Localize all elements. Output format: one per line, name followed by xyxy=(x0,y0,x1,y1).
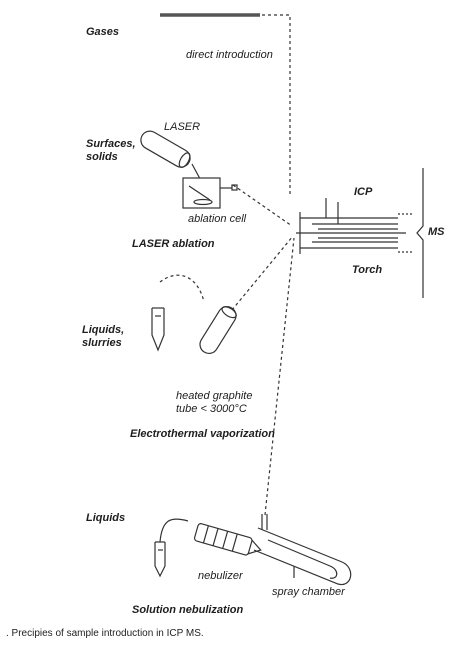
laser-label: LASER xyxy=(164,121,201,133)
liquids-slurries-label: Liquids, slurries xyxy=(82,324,125,349)
ablation-cell-mirror xyxy=(188,185,211,201)
liquids-label: Liquids xyxy=(86,512,126,524)
etv-test-tube xyxy=(151,307,165,352)
ablation-cell-outlet-tip xyxy=(231,184,238,191)
nebulization-connection-dashed xyxy=(264,237,295,516)
spray-chamber-label: spray chamber xyxy=(272,586,345,598)
liquid-sample-tube xyxy=(154,541,166,578)
ms-interface xyxy=(416,168,424,298)
direct-introduction-label: direct introduction xyxy=(186,49,273,61)
ms-label: MS xyxy=(428,226,445,238)
laser-ablation-label: LASER ablation xyxy=(132,238,215,250)
gases-label: Gases xyxy=(86,26,120,38)
spray-chamber xyxy=(253,514,352,586)
figure-caption: . Precipies of sample introduction in IC… xyxy=(6,628,204,639)
electrothermal-vaporization-label: Electrothermal vaporization xyxy=(130,428,275,440)
etv-sample-transfer-dashed xyxy=(159,274,205,303)
etv-connection-dashed xyxy=(231,235,294,311)
icp-label: ICP xyxy=(354,186,373,198)
surfaces-solids-label: Surfaces, solids xyxy=(86,138,136,163)
heated-graphite-tube-label: heated graphite tube < 3000°C xyxy=(176,390,253,415)
ablation-cell-label: ablation cell xyxy=(188,213,247,225)
graphite-tube xyxy=(199,305,237,355)
nebulizer-device xyxy=(193,523,262,556)
torch-label: Torch xyxy=(352,264,383,276)
icp-torch xyxy=(296,198,414,254)
gas-connection-dashed xyxy=(262,14,291,195)
laser-device xyxy=(140,130,191,168)
ablation-cell xyxy=(182,177,221,209)
capillary-line xyxy=(159,518,189,543)
ablation-cell-sample xyxy=(193,198,213,206)
nebulizer-label: nebulizer xyxy=(198,570,243,582)
solution-nebulization-label: Solution nebulization xyxy=(132,604,244,616)
